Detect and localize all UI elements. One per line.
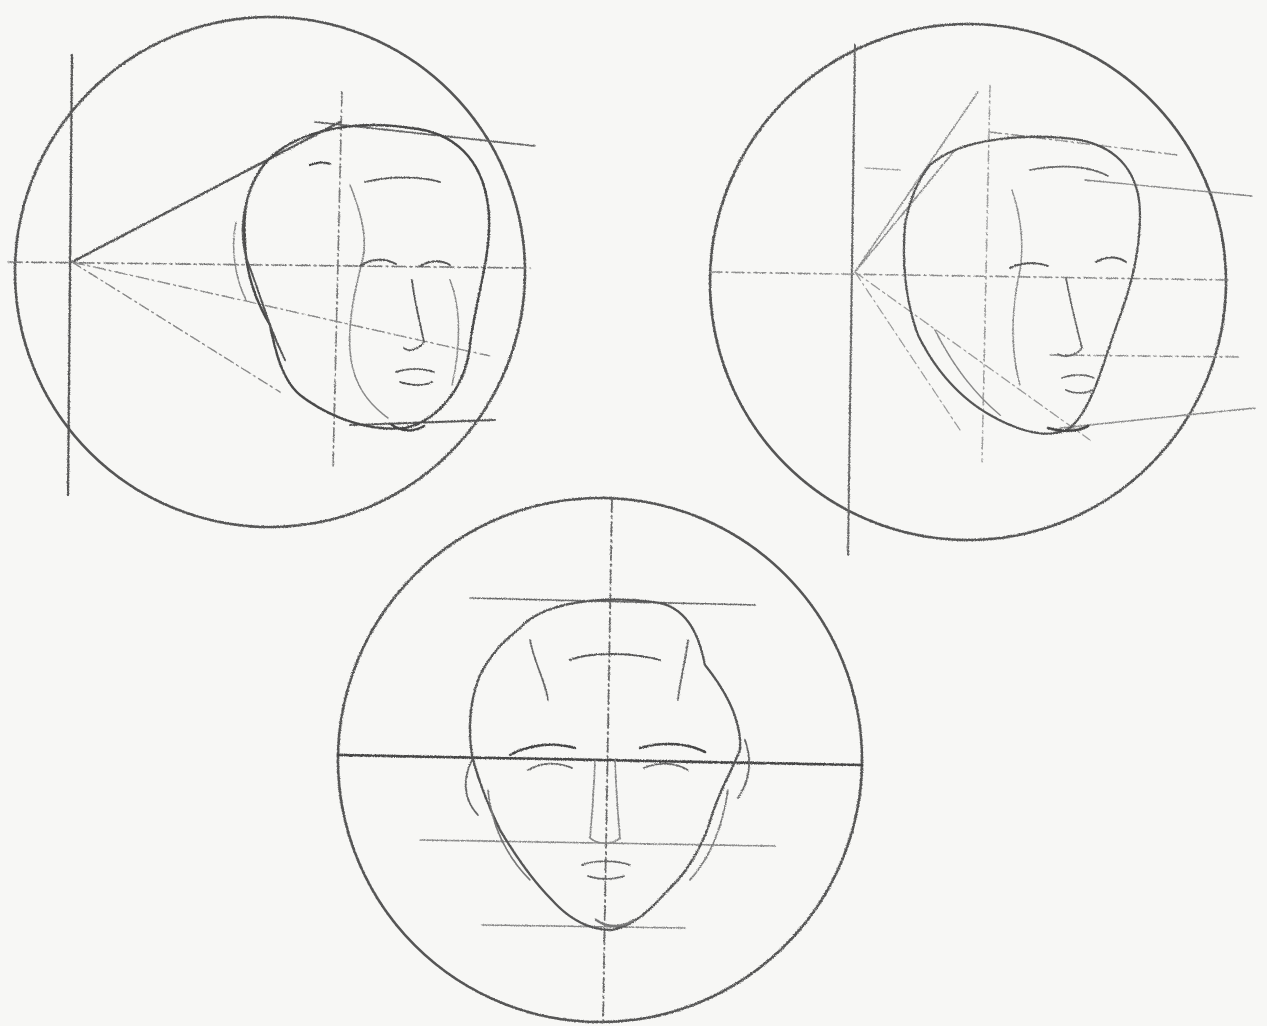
drawing-canvas (0, 0, 1267, 1026)
construction-drawing-sheet (0, 0, 1267, 1026)
